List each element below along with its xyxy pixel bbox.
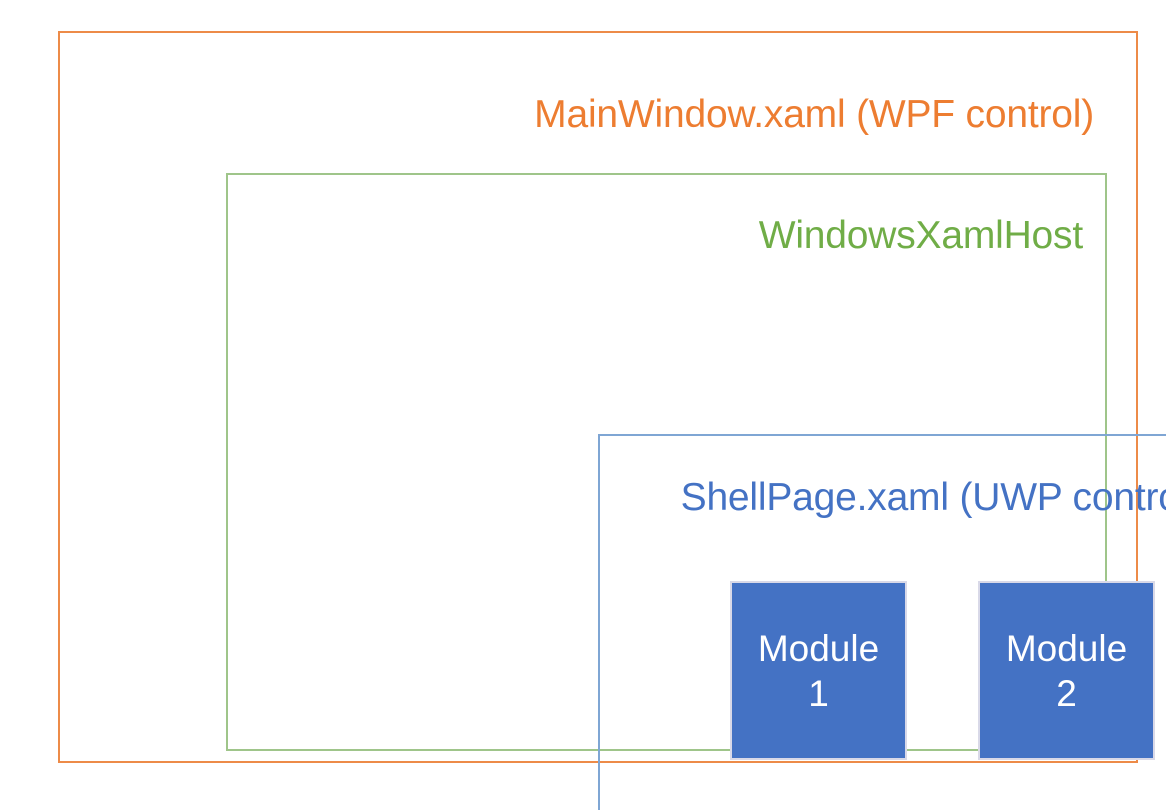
module-1-title: Module: [757, 627, 880, 669]
module-2-title: Module: [1005, 627, 1128, 669]
module-group: Module 1 Module 2: [730, 581, 1158, 763]
layer-mainwindow-label: MainWindow.xaml (WPF control): [534, 93, 1094, 136]
layer-windowsxamlhost-box: WindowsXamlHost ShellPage.xaml (UWP cont…: [226, 173, 1166, 810]
layer-windowsxamlhost-label: WindowsXamlHost: [758, 214, 1083, 257]
layer-shellpage-label: ShellPage.xaml (UWP control): [680, 476, 1166, 519]
module-2-number: 2: [1056, 672, 1077, 714]
layer-shellpage-box: ShellPage.xaml (UWP control) Module 1 Mo…: [598, 434, 1166, 810]
layer-mainwindow-box: MainWindow.xaml (WPF control) WindowsXam…: [58, 31, 1166, 810]
module-1-number: 1: [808, 672, 829, 714]
module-box-2: Module 2: [978, 581, 1155, 760]
module-box-1: Module 1: [730, 581, 907, 760]
